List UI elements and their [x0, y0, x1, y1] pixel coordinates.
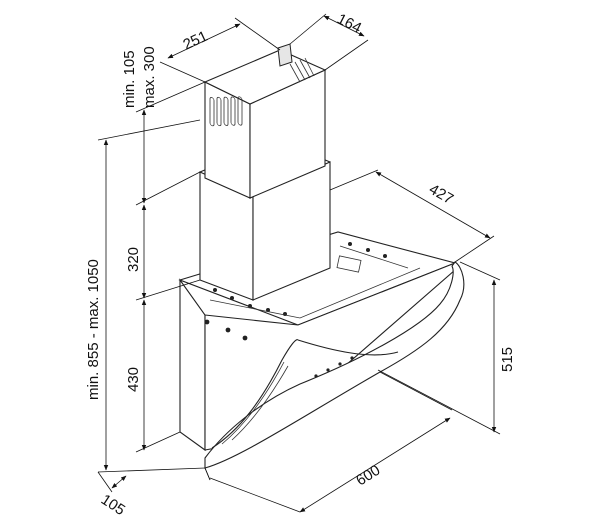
glass-reflection: [231, 365, 289, 441]
dim-label-chimney-width: 251: [181, 28, 211, 54]
vent-slots-side: [289, 57, 315, 83]
control-button: [338, 362, 342, 366]
bracket-plate: [336, 255, 362, 273]
screw-dot: [348, 242, 352, 246]
dim-label-mid-section: 320: [125, 247, 142, 272]
glass-left-edge: [211, 339, 299, 449]
top-plate-edge: [209, 267, 421, 319]
dim-label-chimney-upper: min. 105: [121, 50, 138, 108]
control-button: [314, 374, 318, 378]
screw-dot: [248, 304, 252, 308]
screw-dot: [213, 288, 217, 292]
dim-label-chimney-upper-max: max. 300: [141, 46, 158, 108]
control-button: [326, 368, 330, 372]
screw-dot: [366, 248, 370, 252]
mount-hole: [242, 335, 248, 341]
screw-dot: [383, 254, 387, 258]
glass-panel: [204, 261, 465, 469]
vent-slots-front: [209, 96, 243, 127]
glass-reflection: [221, 361, 285, 445]
upper-chimney: [203, 43, 327, 199]
screw-dot: [230, 296, 234, 300]
dimension-lines: [97, 13, 501, 513]
glass-front: [204, 261, 465, 469]
glass-curve-line: [297, 339, 399, 356]
dim-label-overall-height: min. 855 - max. 1050: [85, 259, 102, 400]
control-button: [350, 356, 354, 360]
dim-label-chimney-depth: 164: [334, 10, 364, 37]
mount-hole: [204, 319, 210, 325]
mount-hole: [225, 327, 231, 333]
chimney-bracket: [277, 43, 293, 67]
dim-label-glass-height: 515: [499, 347, 516, 372]
dim-label-hood-width: 600: [353, 462, 383, 490]
dim-label-body-height: 430: [125, 367, 142, 392]
rear-panel: [179, 278, 206, 452]
dim-label-front-depth: 105: [98, 491, 128, 519]
top-plate-edge: [339, 245, 409, 269]
